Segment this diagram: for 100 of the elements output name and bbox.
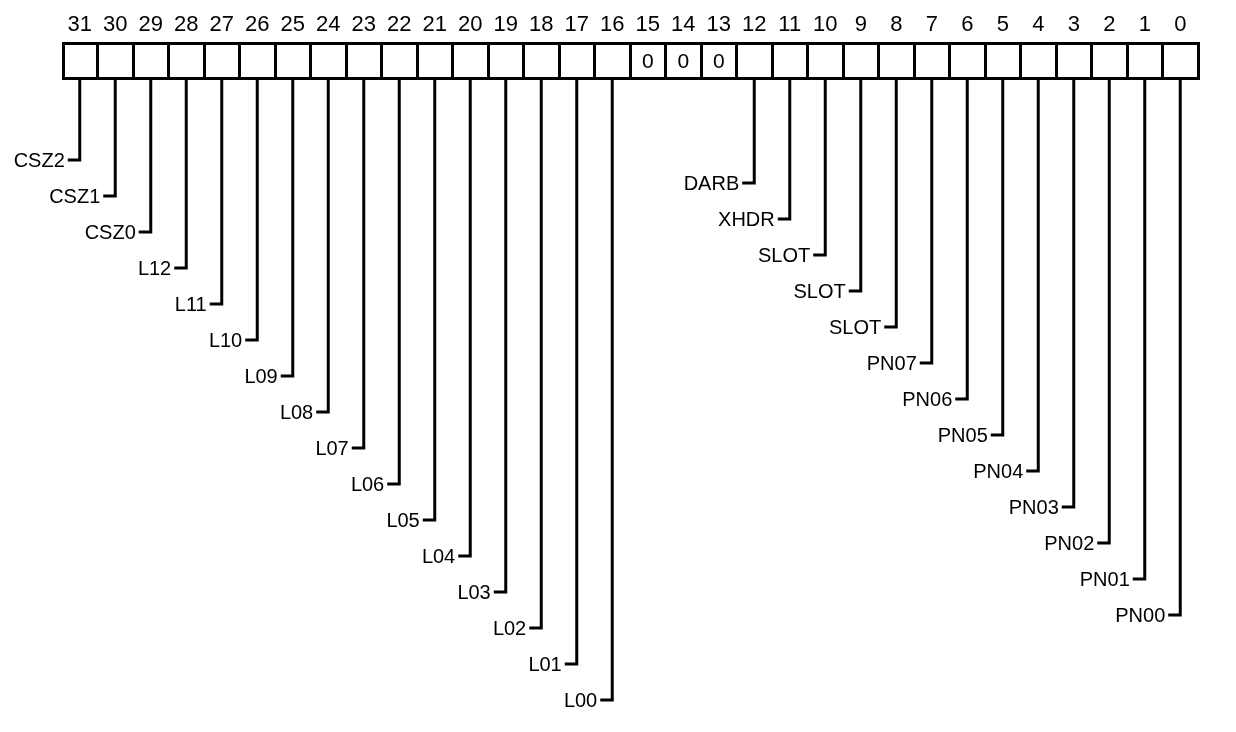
field-label: PN06 — [902, 387, 956, 411]
leader-line — [174, 80, 188, 270]
bit-number: 26 — [244, 12, 271, 36]
bit-number: 27 — [208, 12, 235, 36]
field-label: L03 — [457, 580, 494, 604]
bit-cell — [238, 42, 277, 80]
leader-line — [1026, 80, 1040, 473]
bit-number: 8 — [889, 12, 904, 36]
field-label: DARB — [683, 171, 743, 195]
bit-number: 6 — [960, 12, 975, 36]
bit-number: 21 — [421, 12, 448, 36]
bit-number: 11 — [777, 12, 803, 36]
leader-line — [422, 80, 437, 522]
bit-number: 2 — [1102, 12, 1117, 36]
leader-line — [493, 80, 508, 594]
field-label: XHDR — [718, 207, 778, 231]
bit-cell: 0 — [664, 42, 703, 80]
bit-number: 15 — [634, 12, 661, 36]
bit-cell — [1019, 42, 1058, 80]
bit-number: 13 — [705, 12, 732, 36]
bit-number: 25 — [279, 12, 306, 36]
bit-cell — [1161, 42, 1200, 80]
bit-number: 30 — [102, 12, 129, 36]
bit-number: 23 — [350, 12, 377, 36]
field-label: PN07 — [866, 351, 920, 375]
leader-line — [458, 80, 472, 558]
field-label: L06 — [350, 472, 388, 496]
leader-line — [884, 80, 898, 329]
bit-cell — [877, 42, 916, 80]
leader-line — [1097, 80, 1111, 545]
leader-line — [564, 80, 579, 666]
field-label: PN02 — [1044, 531, 1098, 555]
field-label: SLOT — [758, 243, 814, 267]
leader-line — [955, 80, 969, 401]
field-label: PN05 — [937, 423, 991, 447]
bit-number: 18 — [528, 12, 555, 36]
bit-number: 9 — [853, 12, 868, 36]
bit-cell — [309, 42, 348, 80]
leader-line — [1168, 80, 1182, 617]
field-label: PN04 — [973, 459, 1027, 483]
leader-line — [600, 80, 614, 702]
bit-number: 4 — [1031, 12, 1046, 36]
field-label: CSZ1 — [49, 184, 104, 208]
bit-number: 28 — [173, 12, 200, 36]
bit-cell — [522, 42, 561, 80]
bit-number: 17 — [563, 12, 590, 36]
bit-cell — [806, 42, 845, 80]
bit-number: 22 — [386, 12, 413, 36]
bit-cell — [735, 42, 774, 80]
bit-number: 20 — [457, 12, 484, 36]
field-label: CSZ2 — [13, 148, 68, 172]
leader-line — [103, 80, 117, 198]
leader-line — [919, 80, 934, 365]
leader-line — [1061, 80, 1076, 509]
bit-number: 10 — [812, 12, 839, 36]
leader-line — [316, 80, 330, 414]
field-label: L01 — [528, 652, 565, 676]
bit-number: 1 — [1137, 12, 1152, 36]
field-label: L09 — [244, 364, 281, 388]
leader-line — [209, 80, 224, 306]
bit-cell — [380, 42, 419, 80]
field-label: SLOT — [793, 279, 849, 303]
leader-line — [777, 80, 792, 221]
bit-number: 5 — [995, 12, 1010, 36]
leader-line — [742, 80, 756, 185]
field-label: PN00 — [1115, 603, 1169, 627]
bit-cell — [593, 42, 632, 80]
field-label: PN01 — [1079, 567, 1133, 591]
field-label: L12 — [137, 256, 175, 280]
field-label: L02 — [492, 616, 530, 640]
field-label: L11 — [174, 292, 210, 316]
leader-line — [529, 80, 543, 630]
bit-number: 16 — [599, 12, 626, 36]
leader-line — [1132, 80, 1147, 581]
bit-number: 24 — [315, 12, 342, 36]
bit-cell — [948, 42, 987, 80]
bit-cell — [451, 42, 490, 80]
leader-line — [67, 80, 82, 162]
bit-cell — [167, 42, 206, 80]
field-label: L10 — [208, 328, 246, 352]
bit-cell — [1090, 42, 1129, 80]
leader-line — [813, 80, 827, 257]
field-label: L00 — [563, 688, 601, 712]
bit-number: 14 — [670, 12, 697, 36]
leader-line — [387, 80, 401, 486]
field-label: L05 — [386, 508, 423, 532]
bit-number: 29 — [137, 12, 164, 36]
field-label: L04 — [421, 544, 459, 568]
bit-number: 7 — [924, 12, 939, 36]
bit-number: 0 — [1173, 12, 1188, 36]
bit-number: 3 — [1066, 12, 1081, 36]
leader-line — [138, 80, 153, 234]
leader-line — [351, 80, 366, 450]
leader-line — [990, 80, 1005, 437]
bit-number: 31 — [66, 12, 93, 36]
bit-number: 12 — [741, 12, 768, 36]
field-label: PN03 — [1008, 495, 1062, 519]
bit-cell — [96, 42, 135, 80]
leader-line — [280, 80, 295, 378]
field-label: L07 — [315, 436, 352, 460]
